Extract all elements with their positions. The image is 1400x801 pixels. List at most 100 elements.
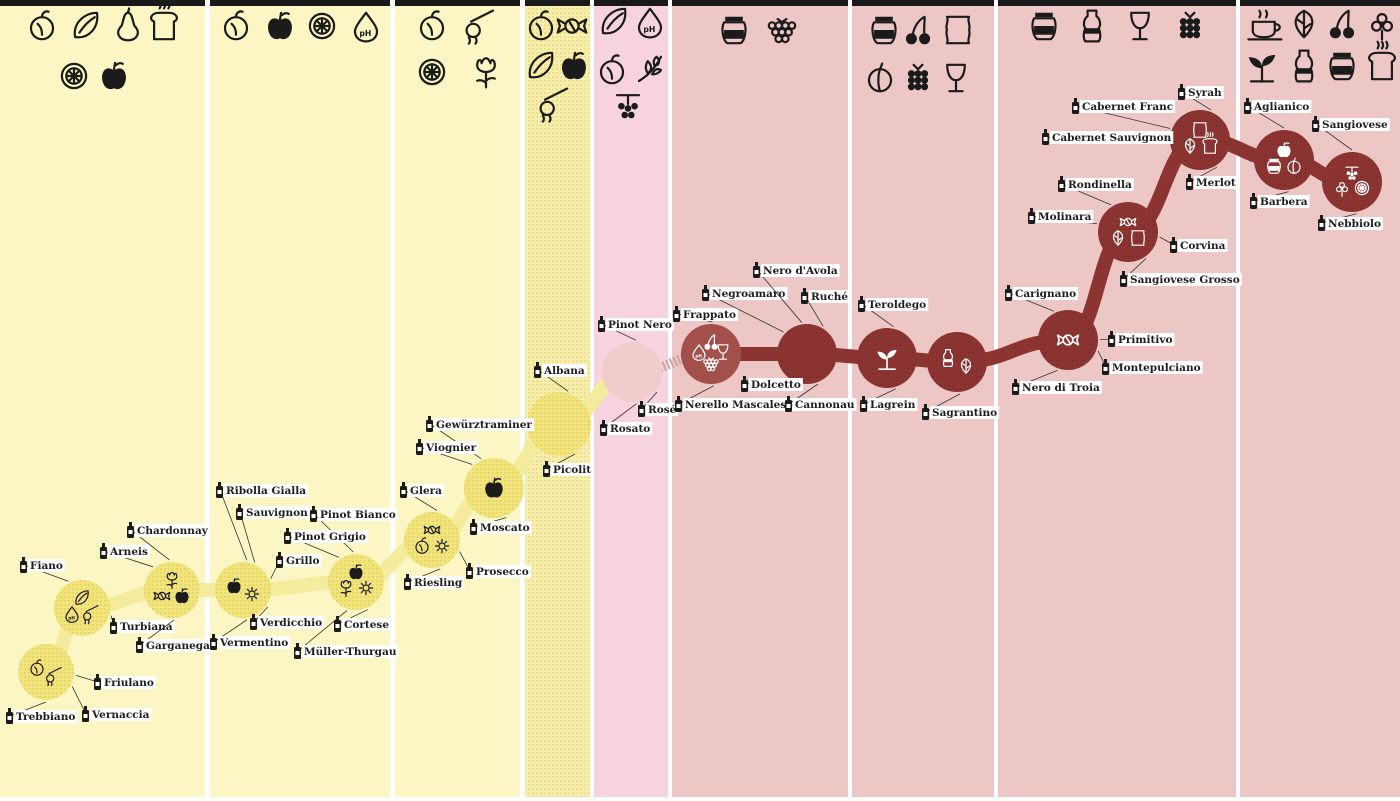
honey-dipper-icon bbox=[82, 604, 99, 625]
bottle-icon bbox=[785, 396, 792, 412]
bottle-icon bbox=[1005, 285, 1012, 301]
peach-icon bbox=[30, 659, 44, 676]
grape-label: Molinara bbox=[1028, 208, 1098, 225]
grape-label: Syrah bbox=[1178, 84, 1224, 111]
cola-icon bbox=[942, 348, 954, 368]
grape-label: Chardonnay bbox=[127, 522, 210, 561]
bottle-icon bbox=[416, 439, 423, 455]
cherry-icon bbox=[905, 15, 931, 45]
grape-label: Nerello Mascalese bbox=[675, 385, 795, 412]
cherry-icon bbox=[704, 334, 718, 350]
grape-label: Negroamaro bbox=[702, 285, 788, 333]
wine-glass-icon bbox=[717, 344, 729, 360]
bottle-icon bbox=[426, 416, 433, 432]
grape-name: Cannonau bbox=[795, 399, 855, 411]
bottle-icon bbox=[294, 643, 301, 659]
peach-icon bbox=[223, 10, 249, 41]
lime-icon bbox=[418, 58, 446, 86]
candy-icon bbox=[423, 525, 441, 535]
leather-icon bbox=[945, 15, 971, 45]
plant-icon bbox=[877, 350, 897, 371]
almond-icon bbox=[528, 51, 554, 79]
bottle-icon bbox=[860, 396, 867, 412]
bottle-icon bbox=[1102, 359, 1109, 375]
flavor-node-n12 bbox=[857, 328, 917, 388]
grape-name: Gewürztraminer bbox=[436, 419, 532, 431]
bottle-icon bbox=[600, 420, 607, 436]
grape-label: Fiano bbox=[20, 557, 69, 582]
svg-text:pH: pH bbox=[643, 25, 655, 34]
bottle-icon bbox=[250, 614, 257, 630]
grape-label: Cortese bbox=[334, 609, 392, 632]
apple-icon bbox=[485, 477, 503, 498]
tobacco-icon bbox=[1184, 138, 1196, 154]
leather-icon bbox=[1193, 122, 1207, 138]
jar-icon bbox=[721, 16, 747, 45]
ph-drop-icon: pH bbox=[692, 344, 706, 362]
cola-icon bbox=[1082, 9, 1102, 43]
grape-name: Syrah bbox=[1188, 87, 1222, 99]
grape-name: Negroamaro bbox=[712, 288, 785, 300]
grape-label: Moscato bbox=[470, 517, 532, 535]
raspberry-icon bbox=[703, 357, 719, 372]
grape-label: Dolcetto bbox=[741, 376, 803, 392]
grape-name: Nero d'Avola bbox=[763, 265, 838, 277]
peach-icon bbox=[419, 10, 445, 41]
grape-label: Rondinella bbox=[1058, 176, 1134, 206]
leader-line bbox=[239, 511, 256, 563]
grape-name: Glera bbox=[410, 485, 442, 497]
grape-label: Pinot Nero bbox=[598, 316, 674, 341]
flavor-node-n15 bbox=[1098, 202, 1158, 262]
grape-label: Pinot Bianco bbox=[310, 506, 398, 553]
grape-name: Ruché bbox=[811, 291, 848, 303]
bottle-icon bbox=[100, 543, 107, 559]
bottle-icon bbox=[1170, 237, 1177, 253]
grape-name: Chardonnay bbox=[137, 525, 209, 537]
bottle-icon bbox=[638, 401, 645, 417]
bottle-icon bbox=[404, 574, 411, 590]
candy-icon bbox=[153, 591, 171, 601]
grape-name: Sangiovese Grosso bbox=[1130, 274, 1240, 286]
grape-name: Ribolla Gialla bbox=[226, 485, 306, 497]
grape-label: Cabernet Franc bbox=[1072, 98, 1176, 129]
flavor-node-n1 bbox=[18, 644, 74, 700]
grape-label: Primitivo bbox=[1099, 331, 1175, 347]
grape-name: Pinot Bianco bbox=[320, 509, 396, 521]
sun-icon bbox=[358, 580, 374, 596]
grape-label: Sagrantino bbox=[922, 393, 1000, 420]
grape-name: Teroldego bbox=[868, 299, 926, 311]
grape-name: Viognier bbox=[425, 442, 477, 454]
peach-icon bbox=[528, 10, 554, 41]
grape-name: Pinot Grigio bbox=[294, 531, 366, 543]
apple-icon bbox=[102, 61, 126, 90]
berry-cluster-icon bbox=[1345, 166, 1359, 180]
almond-icon bbox=[75, 590, 89, 605]
flavor-node-n14 bbox=[1038, 310, 1098, 370]
bottle-icon bbox=[20, 557, 27, 573]
column-topbar-2 bbox=[210, 0, 390, 6]
column-panel-2 bbox=[210, 0, 390, 797]
flavor-node-n3 bbox=[144, 562, 200, 618]
grape-name: Picolit bbox=[553, 464, 591, 476]
grape-label: Sauvignon bbox=[236, 504, 310, 563]
leader-line bbox=[756, 269, 803, 323]
grape-name: Trebbiano bbox=[16, 711, 75, 723]
flavor-node-n5 bbox=[328, 554, 384, 610]
apple-icon bbox=[1277, 142, 1291, 158]
jar-icon bbox=[1267, 158, 1281, 174]
bottle-icon bbox=[673, 306, 680, 322]
grape-name: Merlot bbox=[1196, 177, 1236, 189]
candy-icon bbox=[556, 18, 588, 34]
grape-name: Garganega bbox=[146, 640, 210, 652]
flavor-node-n16 bbox=[1170, 110, 1230, 170]
bottle-icon bbox=[1312, 116, 1319, 132]
peach-icon bbox=[599, 54, 625, 85]
bottle-icon bbox=[858, 296, 865, 312]
grape-name: Fiano bbox=[30, 560, 63, 572]
grape-name: Moscato bbox=[480, 522, 530, 534]
grape-label: Viognier bbox=[416, 439, 479, 465]
grape-name: Montepulciano bbox=[1112, 362, 1201, 374]
bottle-icon bbox=[1318, 215, 1325, 231]
grape-label: Glera bbox=[400, 482, 444, 511]
grape-label: Merlot bbox=[1186, 166, 1238, 190]
